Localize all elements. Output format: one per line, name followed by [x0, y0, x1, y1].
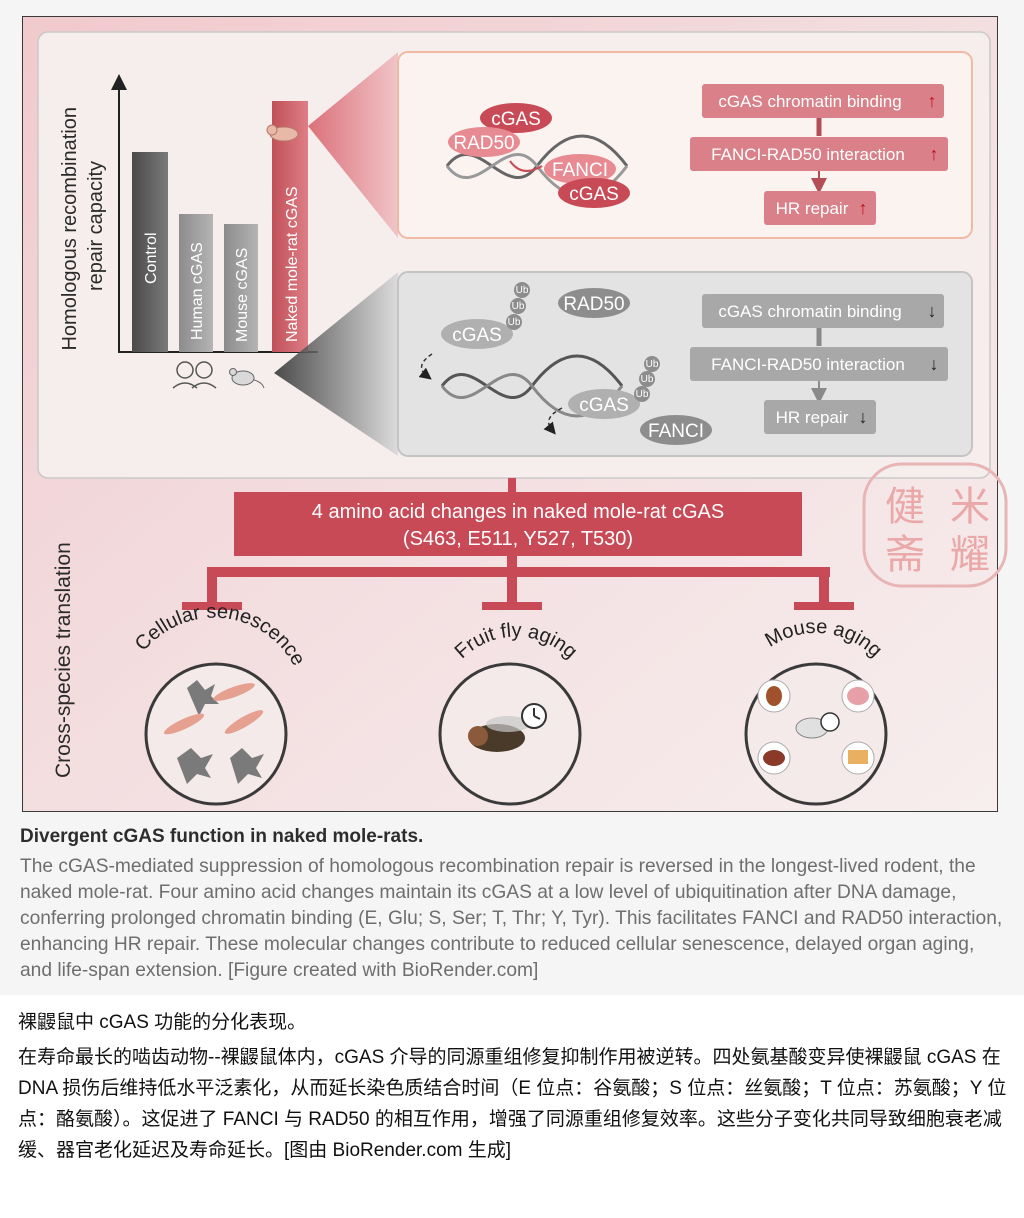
caption-chinese: 裸鼹鼠中 cGAS 功能的分化表现。 在寿命最长的啮齿动物--裸鼹鼠体内，cGA… — [18, 1010, 1013, 1166]
top-bubble-rad50: RAD50 — [453, 133, 514, 154]
svg-text:↑: ↑ — [859, 198, 868, 218]
svg-text:↓: ↓ — [859, 407, 868, 427]
svg-text:HR repair: HR repair — [776, 408, 849, 427]
outcome-cellular-senescence — [146, 664, 286, 804]
svg-text:↑: ↑ — [928, 91, 937, 111]
bottom-bubble-fanci: FANCI — [648, 421, 704, 442]
outcome-fruit-fly-aging — [440, 664, 580, 804]
svg-text:cGAS chromatin binding: cGAS chromatin binding — [718, 302, 901, 321]
caption-title: Divergent cGAS function in naked mole-ra… — [20, 826, 1010, 848]
bar-label-control: Control — [143, 232, 160, 284]
svg-text:米: 米 — [950, 485, 990, 529]
amino-acid-changes-line2: (S463, E511, Y527, T530) — [403, 528, 633, 550]
outcome-mouse-aging — [746, 664, 886, 804]
figure-graphic: Homologous recombination repair capacity… — [22, 16, 998, 812]
caption-english: Divergent cGAS function in naked mole-ra… — [20, 826, 1010, 984]
seal-stamp: 米 耀 健 斋 — [860, 460, 1010, 590]
svg-text:↓: ↓ — [928, 301, 937, 321]
top-bubble-fanci: FANCI — [552, 160, 608, 181]
svg-text:耀: 耀 — [950, 533, 990, 577]
caption-zh-body: 在寿命最长的啮齿动物--裸鼹鼠体内，cGAS 介导的同源重组修复抑制作用被逆转。… — [18, 1042, 1013, 1166]
svg-text:Ub: Ub — [646, 359, 659, 370]
svg-text:FANCI-RAD50 interaction: FANCI-RAD50 interaction — [711, 355, 905, 374]
bar-label-mouse: Mouse cGAS — [234, 248, 251, 342]
bottom-bubble-rad50: RAD50 — [563, 294, 624, 315]
top-bubble-cgas-2: cGAS — [569, 184, 619, 205]
bottom-bubble-cgas-2: cGAS — [579, 395, 629, 416]
svg-text:Ub: Ub — [641, 374, 654, 385]
svg-text:↑: ↑ — [930, 144, 939, 164]
amino-acid-changes-line1: 4 amino acid changes in naked mole-rat c… — [312, 501, 724, 523]
svg-text:健: 健 — [885, 485, 925, 529]
bar-label-nmr: Naked mole-rat cGAS — [284, 186, 301, 342]
bottom-bubble-cgas-1: cGAS — [452, 325, 502, 346]
caption-zh-title: 裸鼹鼠中 cGAS 功能的分化表现。 — [18, 1010, 1013, 1036]
svg-text:FANCI-RAD50 interaction: FANCI-RAD50 interaction — [711, 145, 905, 164]
bar-label-human: Human cGAS — [189, 242, 206, 340]
svg-text:斋: 斋 — [885, 533, 925, 577]
svg-text:Ub: Ub — [636, 389, 649, 400]
svg-text:↓: ↓ — [930, 354, 939, 374]
svg-text:cGAS chromatin binding: cGAS chromatin binding — [718, 92, 901, 111]
svg-text:HR repair: HR repair — [776, 199, 849, 218]
svg-text:Ub: Ub — [516, 285, 529, 296]
svg-text:Ub: Ub — [512, 301, 525, 312]
cross-species-label: Cross-species translation — [52, 542, 75, 778]
caption-body: The cGAS-mediated suppression of homolog… — [20, 854, 1010, 984]
top-bubble-cgas-1: cGAS — [491, 109, 541, 130]
svg-text:Ub: Ub — [508, 317, 521, 328]
